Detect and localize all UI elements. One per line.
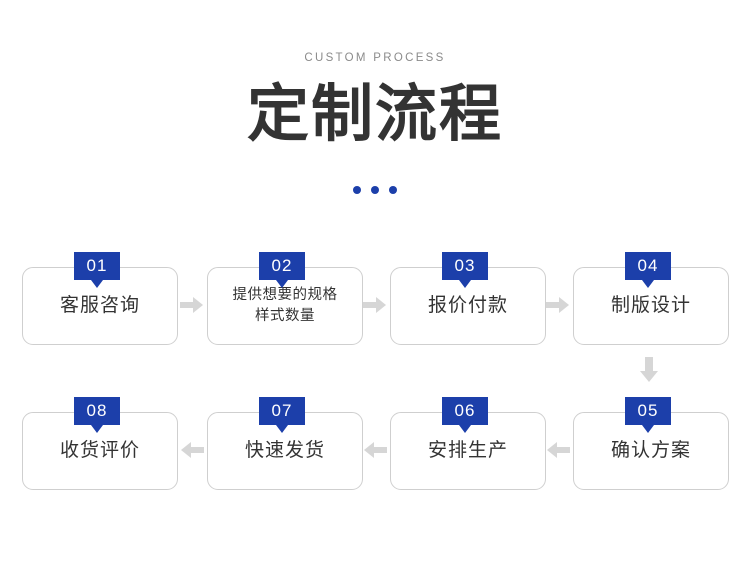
- process-card-01-label: 客服咨询: [59, 295, 140, 316]
- process-card-02-label: 提供想要的规格 样式数量: [232, 287, 338, 324]
- process-card-07-label: 快速发货: [244, 440, 325, 461]
- process-badge-02: 02: [259, 252, 305, 288]
- arrow-down-icon-04-to-05: [639, 357, 659, 383]
- page-title: 定制流程: [246, 80, 503, 149]
- process-badge-08: 08: [74, 397, 120, 433]
- process-card-06-label: 安排生产: [427, 440, 508, 461]
- decorative-dots: [0, 186, 750, 194]
- process-badge-04: 04: [625, 252, 671, 288]
- process-badge-07: 07: [259, 397, 305, 433]
- arrow-right-icon-02-to-03: [363, 295, 387, 315]
- arrow-left-icon-05-to-06: [546, 440, 570, 460]
- dot-3: [389, 186, 397, 194]
- arrow-left-icon-06-to-07: [363, 440, 387, 460]
- process-card-02[interactable]: 提供想要的规格 样式数量: [207, 267, 363, 345]
- process-card-05-label: 确认方案: [610, 440, 691, 461]
- process-card-08-label: 收货评价: [59, 440, 140, 461]
- arrow-right-icon-03-to-04: [546, 295, 570, 315]
- process-card-03-label: 报价付款: [427, 295, 508, 316]
- dot-2: [371, 186, 379, 194]
- process-badge-01: 01: [74, 252, 120, 288]
- process-badge-06: 06: [442, 397, 488, 433]
- eyebrow-text: CUSTOM PROCESS: [304, 52, 446, 64]
- process-badge-05: 05: [625, 397, 671, 433]
- process-badge-03: 03: [442, 252, 488, 288]
- arrow-right-icon-01-to-02: [180, 295, 204, 315]
- dot-1: [353, 186, 361, 194]
- arrow-left-icon-07-to-08: [180, 440, 204, 460]
- process-card-04-label: 制版设计: [610, 295, 691, 316]
